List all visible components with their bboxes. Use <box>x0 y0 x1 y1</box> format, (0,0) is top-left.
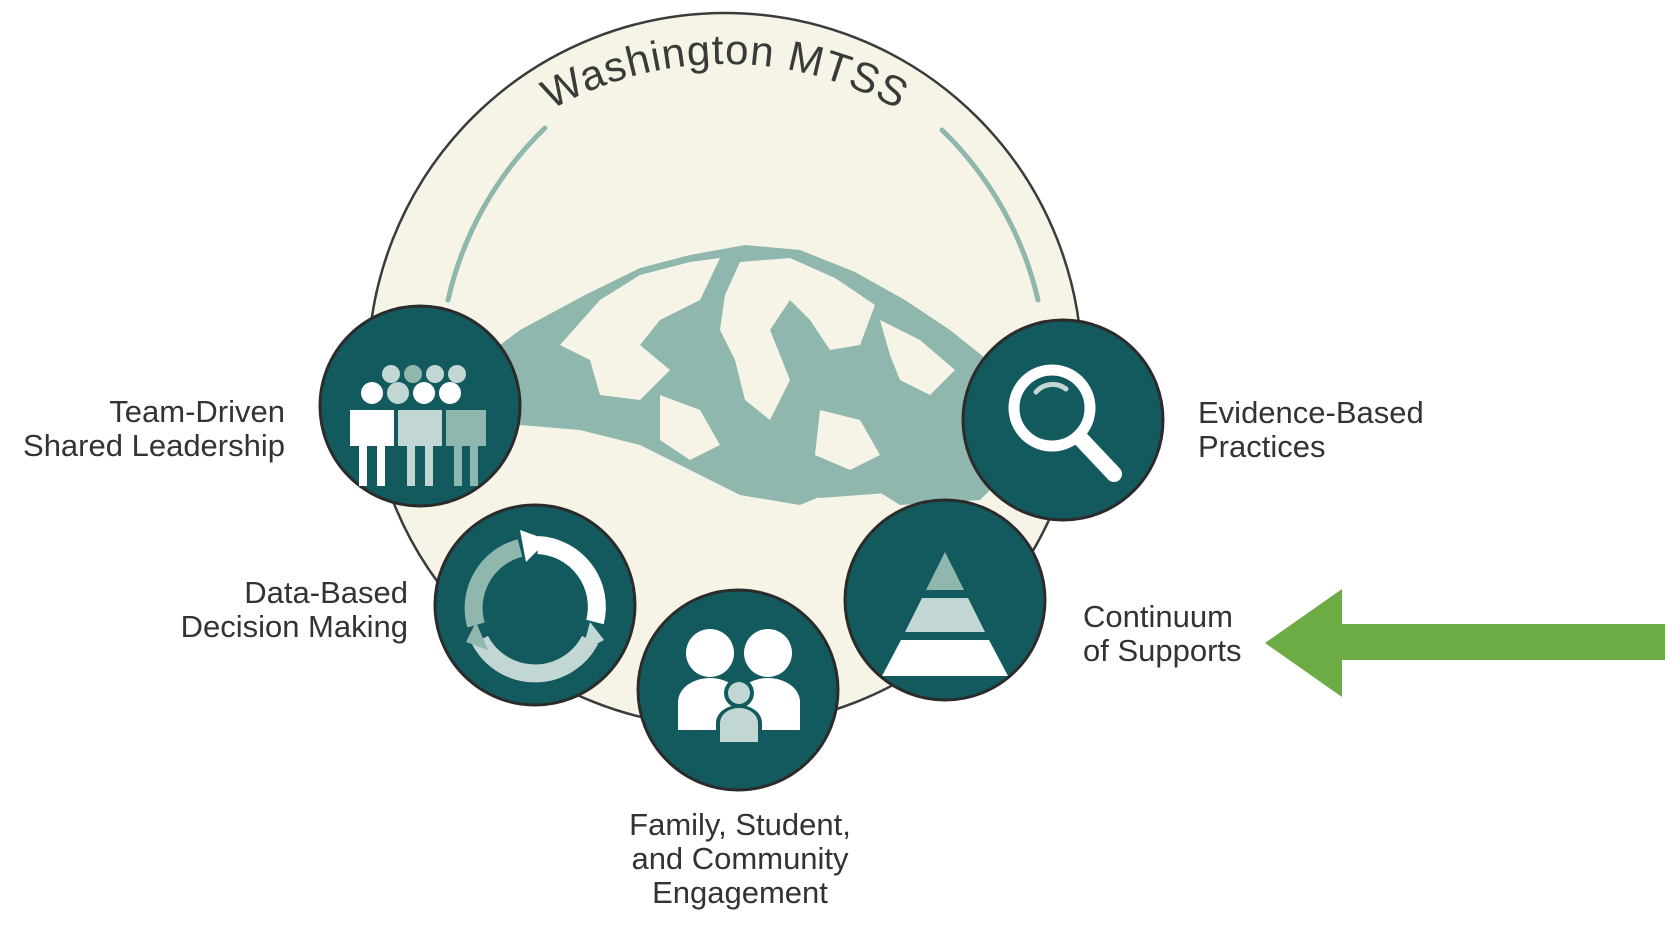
evidence-practices-label: Evidence-Based Practices <box>1198 395 1424 464</box>
family-engagement-label: Family, Student, and Community Engagemen… <box>629 807 851 910</box>
team-leadership-node <box>318 304 522 508</box>
evidence-practices-node <box>961 318 1165 522</box>
mountain-illustration <box>440 245 1010 505</box>
right-arc <box>939 127 1041 303</box>
continuum-supports-node <box>843 498 1047 702</box>
data-decision-label: Data-Based Decision Making <box>180 575 408 644</box>
team-leadership-label: Team-Driven Shared Leadership <box>23 394 285 463</box>
team-people-icon <box>350 365 486 486</box>
data-decision-node <box>433 503 637 707</box>
highlight-arrow <box>1265 589 1665 697</box>
family-engagement-node <box>636 588 840 792</box>
family-icon <box>678 629 800 745</box>
pyramid-icon <box>882 552 1008 676</box>
continuum-supports-label: Continuum of Supports <box>1083 599 1242 668</box>
cycle-arrows-icon <box>464 530 606 683</box>
left-arc <box>445 125 548 303</box>
magnifying-glass-icon <box>1008 364 1122 482</box>
